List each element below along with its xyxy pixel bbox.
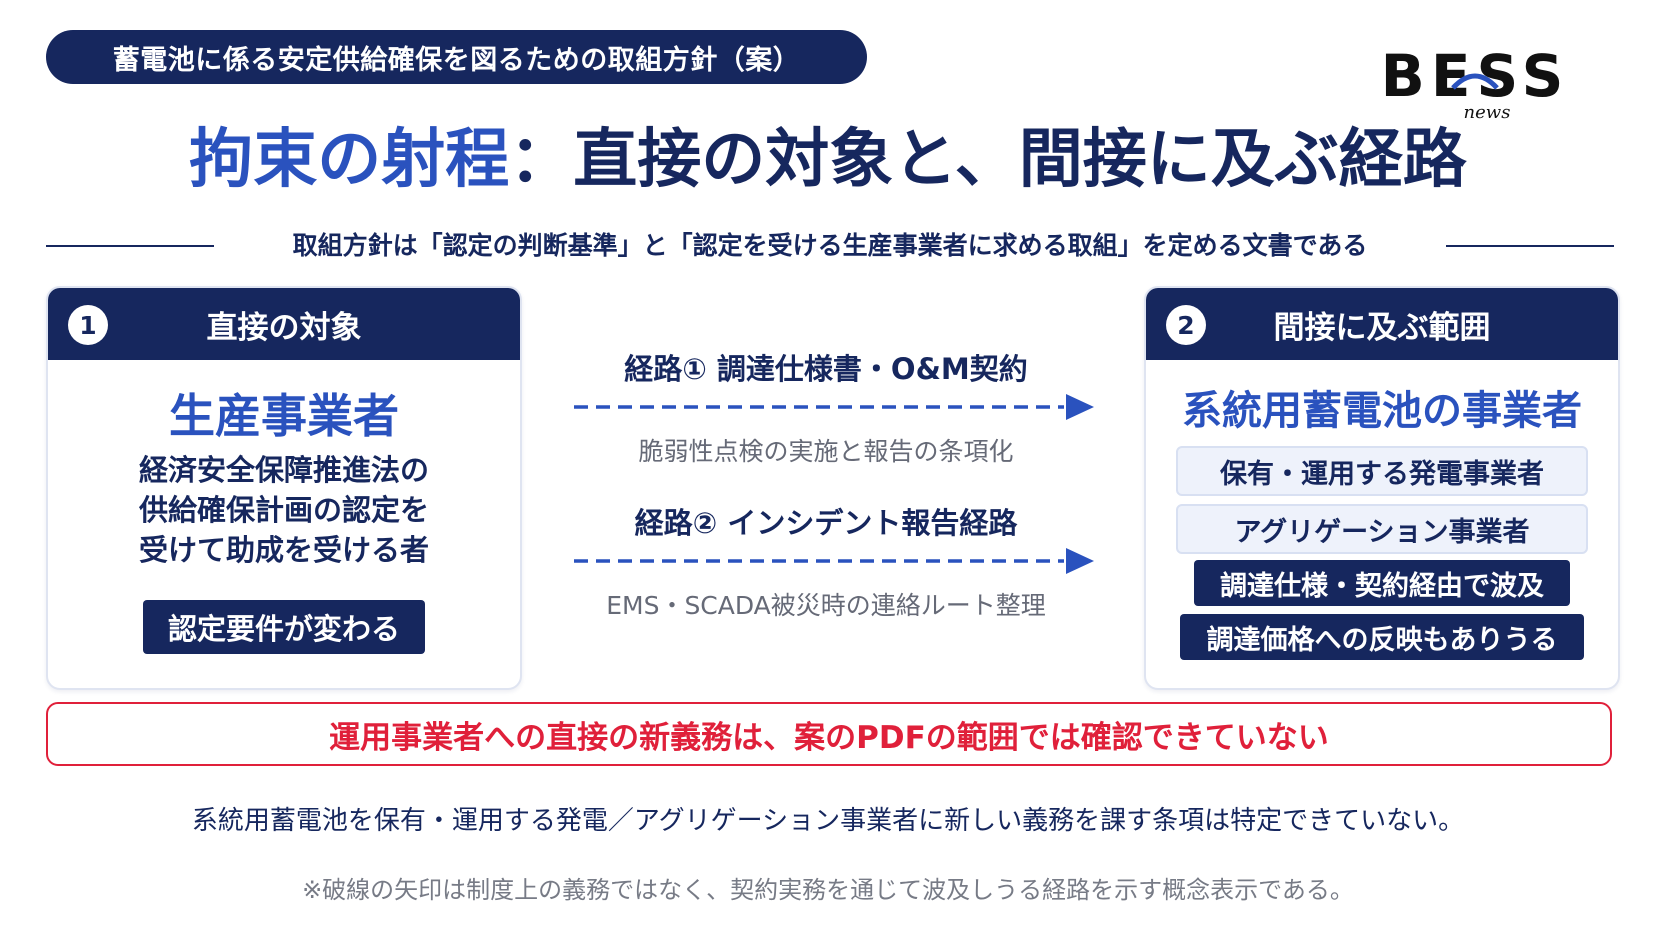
direct-target-card-header: 1 直接の対象	[48, 288, 520, 360]
producer-description: 経済安全保障推進法の 供給確保計画の認定を 受けて助成を受ける者	[48, 450, 520, 570]
logo-subtext: news	[1463, 102, 1511, 123]
footer-main-text: 系統用蓄電池を保有・運用する発電／アグリゲーション事業者に新しい義務を課す条項は…	[191, 806, 1465, 836]
route-1-arrow	[574, 394, 1094, 420]
indirect-scope-card-header: 2 間接に及ぶ範囲	[1146, 288, 1618, 360]
main-title-rest: ：直接の対象と、間接に及ぶ経路	[509, 123, 1467, 197]
aggregator-tag: アグリゲーション事業者	[1176, 504, 1588, 554]
subtitle-text: 取組方針は「認定の判断基準」と「認定を受ける生産事業者に求める取組」を定める文書…	[292, 231, 1368, 260]
routes-area: 経路① 調達仕様書・O&M契約 脆弱性点検の実施と報告の条項化 経路② インシデ…	[546, 286, 1116, 686]
battery-operator-entity: 系統用蓄電池の事業者	[1182, 388, 1582, 434]
contract-propagation-tag: 調達仕様・契約経由で波及	[1194, 560, 1570, 606]
main-title: 拘束の射程：直接の対象と、間接に及ぶ経路	[0, 118, 1656, 202]
indirect-scope-card: 2 間接に及ぶ範囲 系統用蓄電池の事業者 保有・運用する発電事業者 アグリゲーシ…	[1144, 286, 1620, 690]
logo-swoosh-icon	[1451, 73, 1499, 90]
direct-target-card: 1 直接の対象 生産事業者 経済安全保障推進法の 供給確保計画の認定を 受けて助…	[46, 286, 522, 690]
alert-banner: 運用事業者への直接の新義務は、案のPDFの範囲では確認できていない	[46, 702, 1612, 766]
route-2-label: 経路② インシデント報告経路	[634, 506, 1018, 540]
direct-target-heading: 直接の対象	[206, 309, 362, 346]
generation-operator-tag: 保有・運用する発電事業者	[1176, 446, 1588, 496]
number-badge-1: 1	[68, 305, 108, 345]
number-badge-2: 2	[1166, 305, 1206, 345]
producer-description-line: 受けて助成を受ける者	[138, 533, 429, 567]
certification-change-tag: 認定要件が変わる	[143, 600, 425, 654]
subtitle-row: 取組方針は「認定の判断基準」と「認定を受ける生産事業者に求める取組」を定める文書…	[46, 228, 1614, 264]
producer-description-line: 供給確保計画の認定を	[138, 493, 429, 527]
bess-news-logo: BESS news	[1355, 46, 1595, 124]
subtitle-rule-left	[46, 245, 214, 247]
route-1-label: 経路① 調達仕様書・O&M契約	[624, 352, 1028, 386]
main-title-highlight: 拘束の射程	[189, 123, 510, 197]
subtitle-rule-right	[1446, 245, 1614, 247]
footer-note: ※破線の矢印は制度上の義務ではなく、契約実務を通じて波及しうる経路を示す概念表示…	[302, 876, 1354, 904]
route-2-arrow	[574, 548, 1094, 574]
indirect-scope-heading: 間接に及ぶ範囲	[1273, 309, 1491, 346]
price-reflection-tag: 調達価格への反映もありうる	[1180, 614, 1584, 660]
producer-description-line: 経済安全保障推進法の	[138, 453, 429, 487]
route-1-note: 脆弱性点検の実施と報告の条項化	[638, 437, 1014, 466]
header-pill-title: 蓄電池に係る安定供給確保を図るための取組方針（案）	[46, 30, 867, 84]
producer-entity: 生産事業者	[169, 389, 399, 443]
route-2-note: EMS・SCADA被災時の連絡ルート整理	[606, 591, 1046, 620]
